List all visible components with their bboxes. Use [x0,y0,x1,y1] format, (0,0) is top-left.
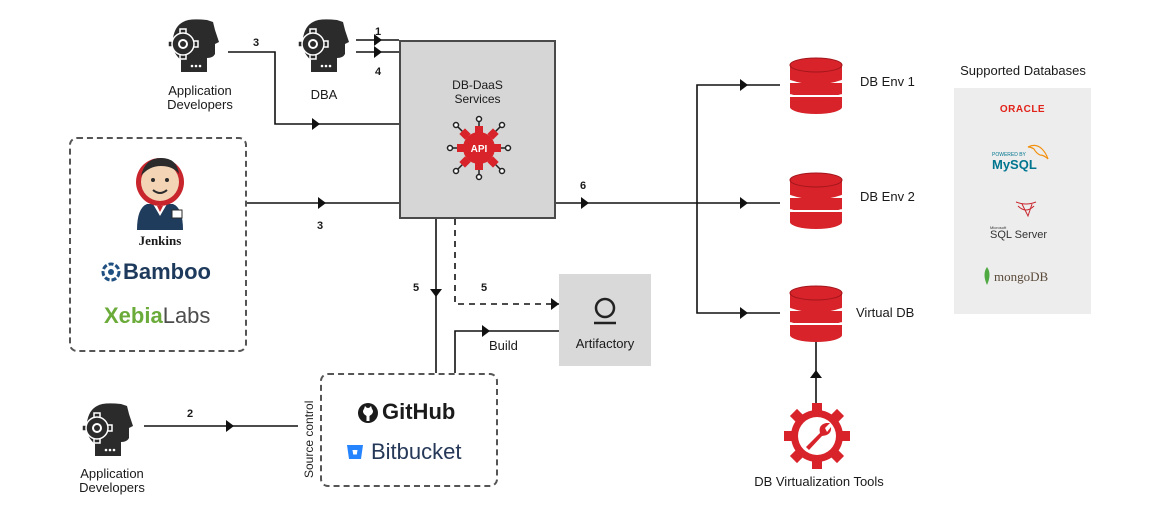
arrowheads [226,34,822,432]
jenkins-label: Jenkins [138,233,182,248]
edge-services-to-virtual [696,203,780,314]
sql-server-icon [1015,201,1037,218]
bitbucket-logo-icon [347,445,363,459]
step-5-label-scm: 5 [413,282,420,294]
artifactory-label: Artifactory [575,336,635,351]
developer-bottom-icon [81,403,133,456]
virtualization-tools-gear-icon [784,403,850,469]
db-env-1-label: DB Env 1 [860,74,915,89]
api-badge-text: API [471,144,488,155]
artifactory-box: Artifactory [559,274,651,366]
bamboo-logo-icon [101,262,121,282]
ci-tools-group [69,137,247,352]
dba-icon [297,19,349,72]
virtual-db-label: Virtual DB [856,305,915,320]
xebialabs-logo: XebiaLabs [104,303,210,329]
db-env-2-icon [789,172,843,229]
step-4-label: 4 [375,66,382,78]
bitbucket-label: Bitbucket [371,439,462,464]
mysql-powered-by: POWERED BY [992,152,1026,158]
github-label: GitHub [382,399,456,424]
step-3-label-ci: 3 [317,220,324,232]
github-logo-icon [358,403,378,423]
edge-services-to-artifactory [454,219,559,305]
mongodb-leaf-icon [984,267,990,285]
supported-databases-panel: ORACLE POWERED BY MySQL Microsoft SQL Se… [954,88,1091,314]
jenkins-logo-icon [136,158,184,230]
services-title: DB-DaaS Services [452,78,503,106]
app-developers-top-label: Application Developers [167,83,233,112]
db-env-2-label: DB Env 2 [860,189,915,204]
step-2-label: 2 [187,408,194,420]
artifactory-icon [594,297,616,325]
mysql-logo: MySQL [992,157,1037,172]
sql-server-logo: SQL Server [990,229,1048,241]
db-env-1-icon [789,57,843,114]
db-virtualization-tools-label: DB Virtualization Tools [754,474,884,489]
edge-appdev-to-services [228,51,399,125]
edge-build-to-artifactory [454,330,559,373]
source-control-label: Source control [302,400,316,478]
sql-server-microsoft: Microsoft [990,225,1007,230]
edge-services-to-env1 [696,84,780,203]
step-5-label-artifactory: 5 [481,282,488,294]
step-6-label: 6 [580,180,587,192]
step-1-label: 1 [375,26,382,38]
dba-label: DBA [310,87,338,102]
db-daas-services-box: DB-DaaS Services [399,40,556,219]
supported-databases-title: Supported Databases [960,63,1086,78]
mysql-dolphin-icon [1027,144,1049,160]
xebia-part: Xebia [104,303,163,328]
step-3-label-top: 3 [253,37,260,49]
oracle-logo: ORACLE [999,104,1046,115]
source-control-group [320,373,498,487]
app-developers-bottom-label: Application Developers [79,466,145,495]
build-label: Build [489,338,518,353]
virtual-db-icon [789,285,843,342]
api-gear-icon: API [446,115,512,181]
mongodb-logo: mongoDB [994,269,1049,284]
labs-part: Labs [162,303,211,328]
bamboo-label: Bamboo [123,259,211,284]
developer-top-icon [167,19,219,72]
